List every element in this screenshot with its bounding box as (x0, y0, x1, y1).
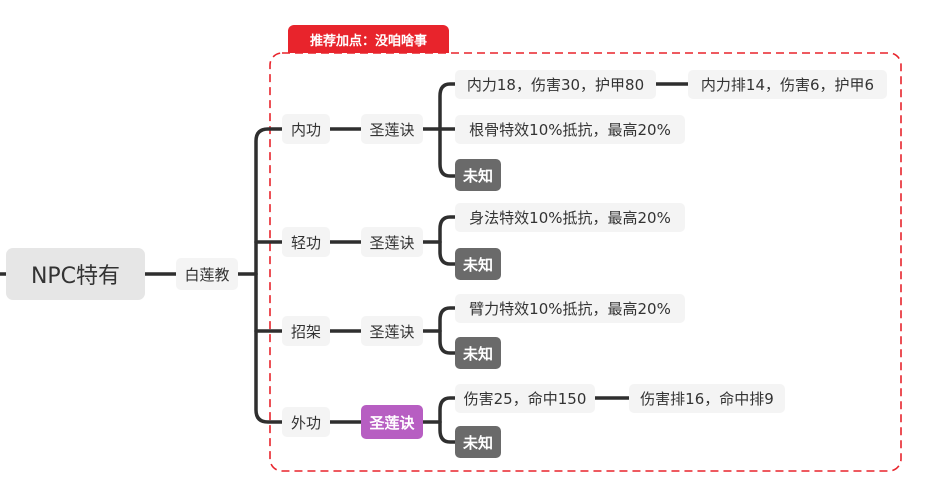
unknown-node-neigong[interactable]: 未知 (455, 159, 501, 191)
branch-zhaojia[interactable]: 招架 (282, 316, 330, 346)
unknown-node-zhaojia[interactable]: 未知 (455, 337, 501, 369)
unknown-node-waigong[interactable]: 未知 (455, 426, 501, 458)
branch-neigong[interactable]: 内功 (282, 114, 330, 144)
unknown-node-qinggong[interactable]: 未知 (455, 248, 501, 280)
branch-waigong[interactable]: 外功 (282, 407, 330, 437)
connector-skill3-fan (438, 306, 457, 355)
attr-waigong-1[interactable]: 伤害25，命中150 (455, 384, 595, 413)
sect-node[interactable]: 白莲教 (176, 258, 238, 290)
root-node[interactable]: NPC特有 (6, 248, 145, 300)
callout-boundary (269, 52, 902, 472)
connector-skill2-fan (438, 215, 457, 266)
branch-qinggong[interactable]: 轻功 (282, 227, 330, 257)
skill-waigong-highlighted[interactable]: 圣莲诀 (361, 405, 423, 439)
recommendation-callout: 推荐加点：没咱啥事 (288, 25, 449, 53)
skill-neigong[interactable]: 圣莲诀 (361, 114, 423, 144)
skill-zhaojia[interactable]: 圣莲诀 (361, 316, 423, 346)
attr-neigong-1[interactable]: 内力18，伤害30，护甲80 (455, 70, 656, 99)
rank-waigong[interactable]: 伤害排16，命中排9 (629, 384, 785, 413)
attr-zhaojia-1[interactable]: 臂力特效10%抵抗，最高20% (455, 294, 685, 323)
connector-skill4-fan (438, 396, 457, 444)
rank-neigong[interactable]: 内力排14，伤害6，护甲6 (688, 70, 887, 99)
attr-neigong-2[interactable]: 根骨特效10%抵抗，最高20% (455, 115, 685, 144)
attr-qinggong-1[interactable]: 身法特效10%抵抗，最高20% (455, 203, 685, 232)
connector-sect-trunk-vertical (254, 127, 284, 424)
skill-qinggong[interactable]: 圣莲诀 (361, 227, 423, 257)
